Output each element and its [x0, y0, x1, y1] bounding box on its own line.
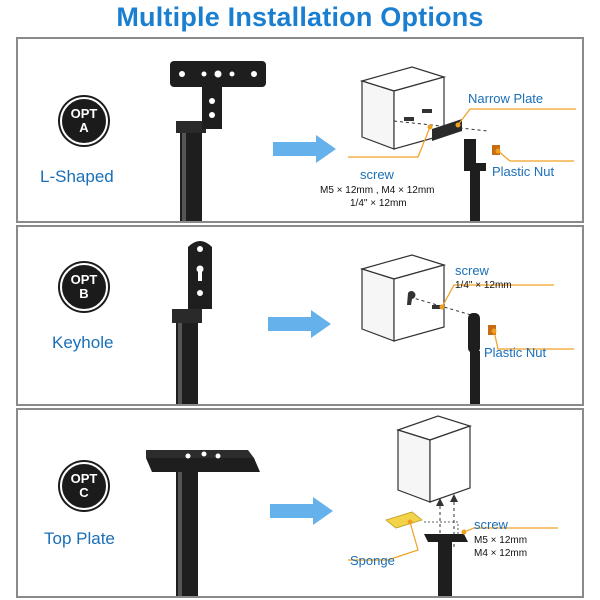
screw-label: screw: [360, 167, 394, 182]
plastic-nut-label: Plastic Nut: [492, 164, 555, 179]
speaker-box-side: [429, 425, 471, 503]
screw-icon: [432, 305, 442, 309]
arrow-icon: [273, 135, 336, 163]
option-b-panel: OPT B Keyhole screw 1/4" × 12mm Plastic …: [16, 225, 584, 406]
speaker-box-front: [361, 80, 395, 150]
screw-sizes: 1/4" × 12mm: [350, 198, 407, 209]
keyhole-illustration: [172, 241, 574, 404]
speaker-box-front: [397, 429, 431, 503]
narrow-plate-label: Narrow Plate: [468, 91, 544, 106]
screw-sizes: M4 × 12mm: [474, 548, 528, 559]
arrow-icon: [268, 310, 331, 338]
badge-letter: A: [79, 120, 89, 135]
sponge-icon: [385, 511, 423, 529]
screw-sizes: 1/4" × 12mm: [455, 280, 512, 291]
option-a-name: L-Shaped: [40, 167, 114, 186]
screw-label: screw: [474, 517, 508, 532]
keyhole-bracket-part: [468, 313, 480, 353]
speaker-box-front: [361, 268, 395, 342]
pole-collar: [176, 121, 206, 133]
sponge-label: Sponge: [350, 553, 395, 568]
top-plate-part: [424, 534, 468, 542]
plastic-nut-label: Plastic Nut: [484, 345, 547, 360]
l-bracket-part: [464, 139, 476, 169]
badge-opt-label: OPT: [70, 272, 98, 287]
page-title: Multiple Installation Options: [116, 2, 484, 32]
option-c-name: Top Plate: [44, 529, 115, 548]
badge-letter: B: [79, 286, 89, 301]
l-bracket-vertical: [202, 84, 222, 129]
stand-pole-small: [438, 542, 452, 596]
l-shaped-illustration: [170, 61, 576, 221]
pole-collar: [172, 309, 202, 323]
screw-icon: [422, 109, 432, 113]
stand-pole-small: [470, 351, 480, 404]
badge-opt-label: OPT: [70, 471, 98, 486]
top-plate: [146, 458, 260, 472]
screw-label: screw: [455, 263, 489, 278]
option-c-panel: OPT C Top Plate screw M5 × 12mm M4 × 12m…: [16, 408, 584, 598]
arrow-icon: [270, 497, 333, 525]
stand-pole-small: [470, 171, 480, 221]
option-b-badge: OPT B: [60, 263, 108, 311]
option-a-badge: OPT A: [60, 97, 108, 145]
screw-sizes: M5 × 12mm , M4 × 12mm: [320, 185, 435, 196]
option-c-badge: OPT C: [60, 462, 108, 510]
screw-sizes: M5 × 12mm: [474, 535, 528, 546]
badge-letter: C: [79, 485, 89, 500]
screw-icon: [404, 117, 414, 121]
option-a-panel: OPT A L-Shaped: [16, 37, 584, 223]
keyhole-icon: [407, 291, 416, 305]
narrow-plate-part: [432, 119, 462, 141]
speaker-box-side: [393, 264, 445, 342]
top-plate-illustration: [146, 415, 558, 596]
badge-opt-label: OPT: [70, 106, 98, 121]
option-b-name: Keyhole: [52, 333, 114, 352]
